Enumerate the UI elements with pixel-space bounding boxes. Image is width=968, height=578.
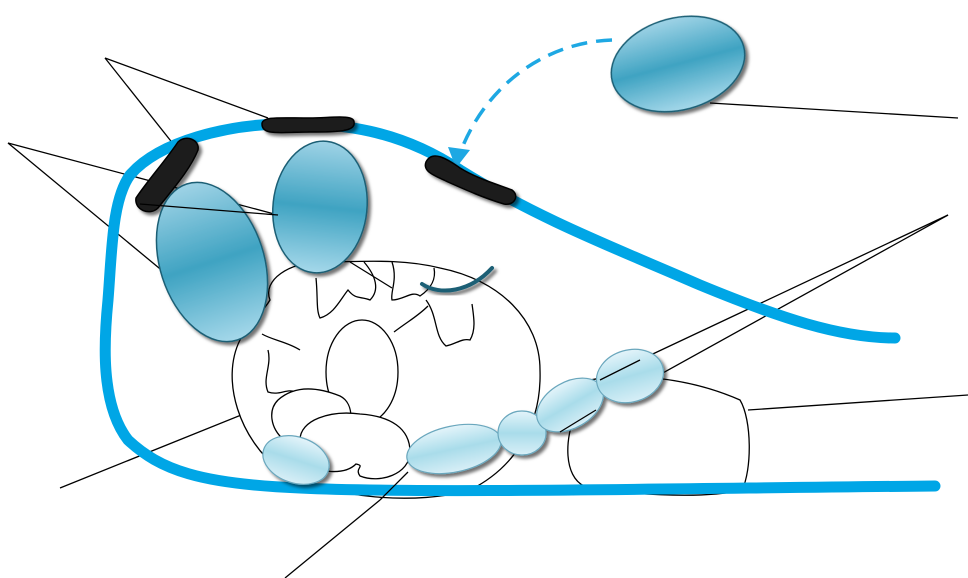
dashed-arrow-curve xyxy=(462,40,612,148)
dashed-arrow xyxy=(448,40,612,168)
receptor-detached xyxy=(600,2,755,126)
leader-line-bottom xyxy=(285,500,380,578)
clamp-right xyxy=(425,156,515,204)
leader-line-right-a xyxy=(640,215,948,360)
leader-line-top-right xyxy=(710,103,958,118)
leader-line-right-c xyxy=(748,395,968,410)
receptor-middle xyxy=(266,136,373,277)
clamp-top xyxy=(262,117,354,133)
